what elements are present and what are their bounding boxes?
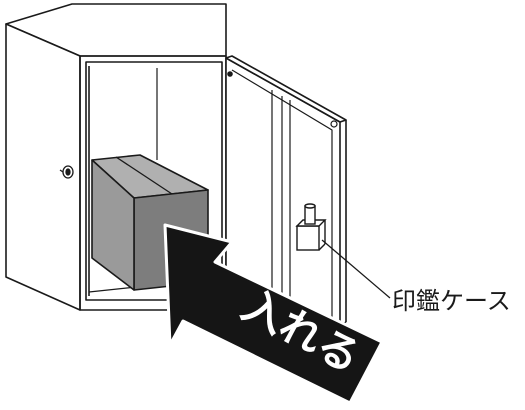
- open-door: [225, 55, 347, 327]
- locker-cabinet: [5, 3, 227, 311]
- seal-case-label: 印鑑ケース: [392, 287, 511, 315]
- label-leader-line: [321, 239, 391, 299]
- arrow-shape: [163, 223, 384, 405]
- seal-case-holder: [295, 203, 327, 251]
- box-side: [91, 159, 135, 291]
- key-lock-icon: [59, 165, 74, 179]
